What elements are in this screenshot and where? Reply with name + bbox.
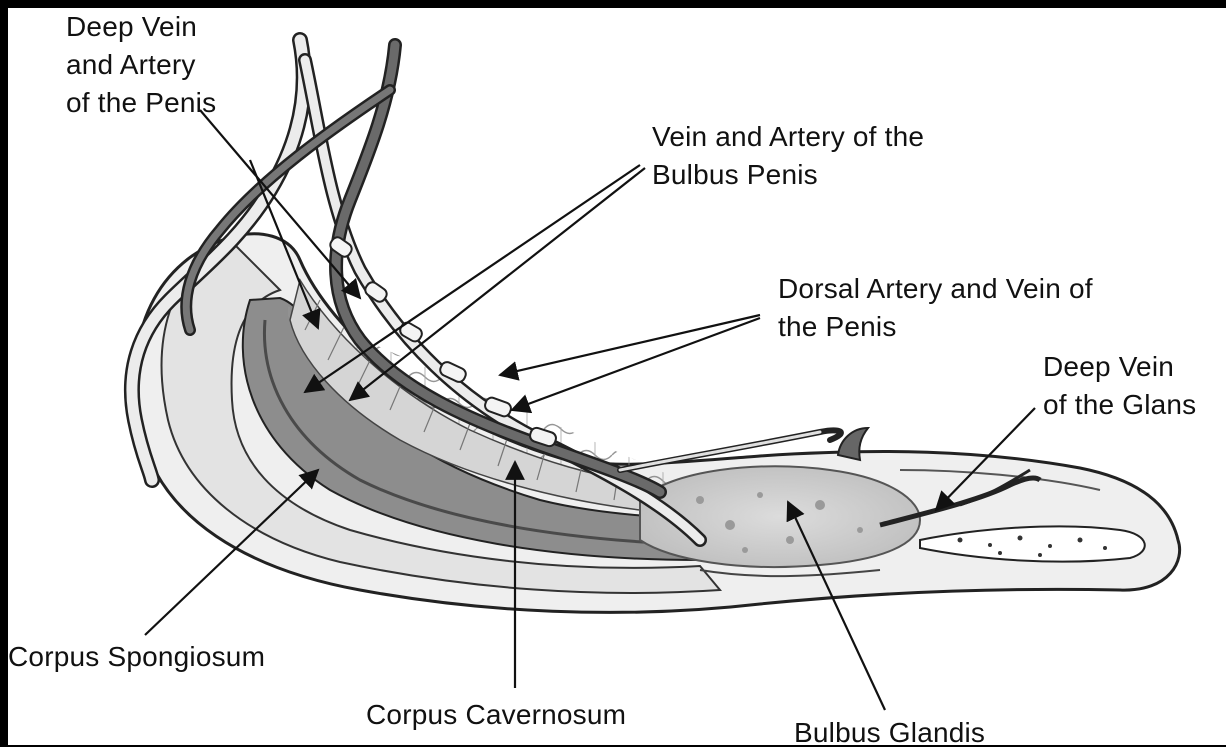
label-line: of the Glans xyxy=(1043,386,1196,424)
label-corpus-spongiosum: Corpus Spongiosum xyxy=(8,638,265,676)
left-edge-bar xyxy=(0,0,8,28)
label-line: Vein and Artery of the xyxy=(652,118,924,156)
label-deep-vein-artery: Deep Vein and Artery of the Penis xyxy=(66,8,216,122)
label-line: and Artery xyxy=(66,46,216,84)
diagram-panel: Deep Vein and Artery of the Penis Vein a… xyxy=(8,8,1226,745)
label-line: Bulbus Penis xyxy=(652,156,924,194)
label-line: Dorsal Artery and Vein of xyxy=(778,270,1093,308)
label-bulbus-penis-vessels: Vein and Artery of the Bulbus Penis xyxy=(652,118,924,194)
label-bulbus-glandis: Bulbus Glandis xyxy=(794,714,985,745)
label-line: Corpus Cavernosum xyxy=(366,696,626,734)
label-deep-vein-glans: Deep Vein of the Glans xyxy=(1043,348,1196,424)
label-line: of the Penis xyxy=(66,84,216,122)
label-line: Deep Vein xyxy=(1043,348,1196,386)
label-line: Corpus Spongiosum xyxy=(8,638,265,676)
left-edge-bar-bottom xyxy=(0,680,8,747)
label-line: the Penis xyxy=(778,308,1093,346)
label-corpus-cavernosum: Corpus Cavernosum xyxy=(366,696,626,734)
label-dorsal-artery-vein: Dorsal Artery and Vein of the Penis xyxy=(778,270,1093,346)
label-line: Deep Vein xyxy=(66,8,216,46)
label-line: Bulbus Glandis xyxy=(794,714,985,745)
